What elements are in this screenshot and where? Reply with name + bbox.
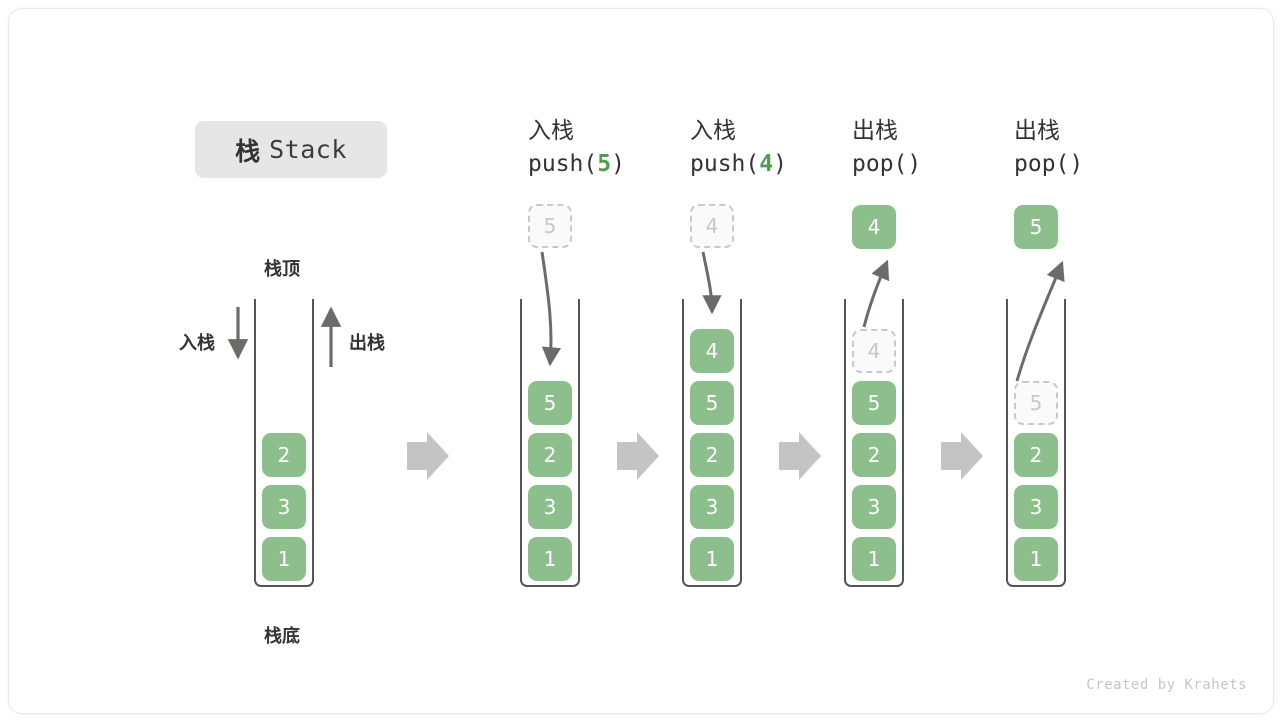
label-stack-top: 栈顶 [264, 259, 300, 279]
stack-container-initial [254, 299, 314, 587]
footer-credit: Created by Krahets [1086, 677, 1247, 693]
fn-post: ) [1069, 151, 1084, 177]
stack-container-push-5 [520, 299, 580, 587]
fn-pre: push( [690, 151, 760, 177]
stack-cell: 2 [528, 433, 572, 477]
title-cn: 栈 [235, 137, 261, 166]
stack-cell: 3 [1014, 485, 1058, 529]
column-header-pop-1: 出栈 pop() [852, 113, 1022, 181]
stack-cell: 1 [852, 537, 896, 581]
header-cn-pop-1: 出栈 [852, 117, 898, 143]
diagram-canvas: 栈 Stack 栈顶 入栈 出栈 栈底 入栈 push(5) 入栈 push(4… [8, 8, 1274, 714]
stack-cell: 2 [1014, 433, 1058, 477]
label-stack-bottom: 栈底 [264, 626, 300, 646]
fn-pre: push( [528, 151, 598, 177]
stack-ghost-cell-pop-1: 4 [852, 329, 896, 373]
stack-cell: 5 [852, 381, 896, 425]
step-arrow-4 [941, 432, 983, 480]
label-push-side: 入栈 [179, 333, 215, 353]
diagram-title-badge: 栈 Stack [195, 121, 387, 178]
column-header-push-4: 入栈 push(4) [690, 113, 860, 181]
header-fn-push-4: push(4) [690, 147, 860, 181]
stack-cell: 1 [528, 537, 572, 581]
fn-post: ) [907, 151, 922, 177]
stack-cell: 4 [690, 329, 734, 373]
header-fn-pop-1: pop() [852, 147, 1022, 181]
stack-cell: 3 [690, 485, 734, 529]
column-header-pop-2: 出栈 pop() [1014, 113, 1184, 181]
fn-post: ) [611, 151, 625, 177]
header-cn-pop-2: 出栈 [1014, 117, 1060, 143]
floating-ghost-cell-push-5: 5 [528, 204, 572, 248]
stack-cell: 1 [262, 537, 306, 581]
stack-cell: 2 [690, 433, 734, 477]
stack-cell: 3 [262, 485, 306, 529]
stack-cell: 3 [528, 485, 572, 529]
header-fn-push-5: push(5) [528, 147, 698, 181]
fn-pre: pop( [852, 151, 908, 177]
fn-arg: 5 [597, 151, 612, 177]
stack-cell: 3 [852, 485, 896, 529]
stack-ghost-cell-pop-2: 5 [1014, 381, 1058, 425]
step-arrow-3 [779, 432, 821, 480]
step-arrow-1 [407, 432, 449, 480]
step-arrow-2 [617, 432, 659, 480]
stack-cell: 1 [1014, 537, 1058, 581]
stack-container-push-4 [682, 299, 742, 587]
floating-ghost-cell-push-4: 4 [690, 204, 734, 248]
label-pop-side: 出栈 [349, 333, 385, 353]
stack-container-pop-2 [1006, 299, 1066, 587]
stack-cell: 1 [690, 537, 734, 581]
header-cn-push-5: 入栈 [528, 117, 574, 143]
fn-post: ) [773, 151, 787, 177]
stack-cell: 2 [262, 433, 306, 477]
column-header-push-5: 入栈 push(5) [528, 113, 698, 181]
fn-arg: 4 [759, 151, 774, 177]
stack-cell: 2 [852, 433, 896, 477]
stack-cell: 5 [690, 381, 734, 425]
title-en: Stack [269, 135, 347, 164]
floating-popped-cell-4: 4 [852, 205, 896, 249]
fn-pre: pop( [1014, 151, 1070, 177]
stack-container-pop-1 [844, 299, 904, 587]
stack-cell: 5 [528, 381, 572, 425]
header-cn-push-4: 入栈 [690, 117, 736, 143]
header-fn-pop-2: pop() [1014, 147, 1184, 181]
floating-popped-cell-5: 5 [1014, 205, 1058, 249]
